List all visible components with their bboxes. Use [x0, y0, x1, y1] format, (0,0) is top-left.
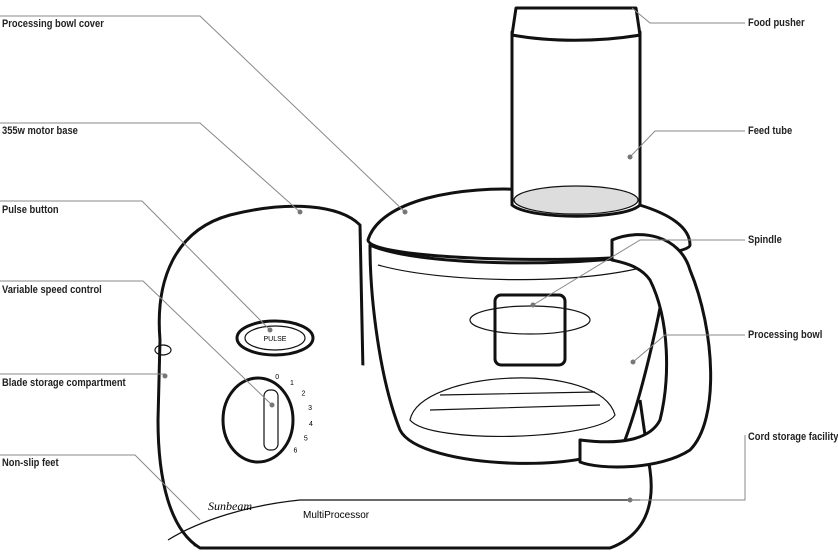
pulse-text: PULSE [264, 336, 287, 343]
model-name: MultiProcessor [303, 510, 370, 521]
blade-disc [409, 377, 616, 438]
dial-numbers: 0 123 4 56 [275, 374, 313, 454]
dial-number: 2 [301, 391, 305, 398]
dial-number: 0 [275, 374, 279, 381]
blade-storage-tab [154, 344, 172, 356]
brand-logo: Sunbeam [208, 499, 252, 513]
food-pusher [510, 6, 642, 42]
label-variable-speed-control: Variable speed control [2, 284, 102, 296]
label-blade-storage: Blade storage compartment [2, 377, 126, 389]
spindle [493, 293, 567, 367]
feed-tube [510, 30, 642, 218]
dial-number: 6 [293, 448, 297, 455]
label-motor-base: 355w motor base [2, 125, 78, 137]
label-food-pusher: Food pusher [748, 17, 805, 29]
dial-number: 4 [309, 421, 313, 428]
dial-number: 5 [304, 436, 308, 443]
pulse-button[interactable] [235, 319, 315, 357]
label-processing-bowl: Processing bowl [748, 329, 823, 341]
variable-speed-dial[interactable] [221, 376, 295, 464]
bowl-handle [578, 233, 713, 469]
label-processing-bowl-cover: Processing bowl cover [2, 18, 104, 30]
label-cord-storage: Cord storage facility [748, 431, 838, 443]
leader-lines [0, 7, 746, 521]
dial-number: 1 [290, 380, 294, 387]
label-feed-tube: Feed tube [748, 125, 793, 137]
label-spindle: Spindle [748, 234, 782, 246]
label-pulse-button: Pulse button [2, 204, 59, 216]
dial-number: 3 [308, 405, 312, 412]
label-non-slip-feet: Non-slip feet [2, 457, 59, 469]
